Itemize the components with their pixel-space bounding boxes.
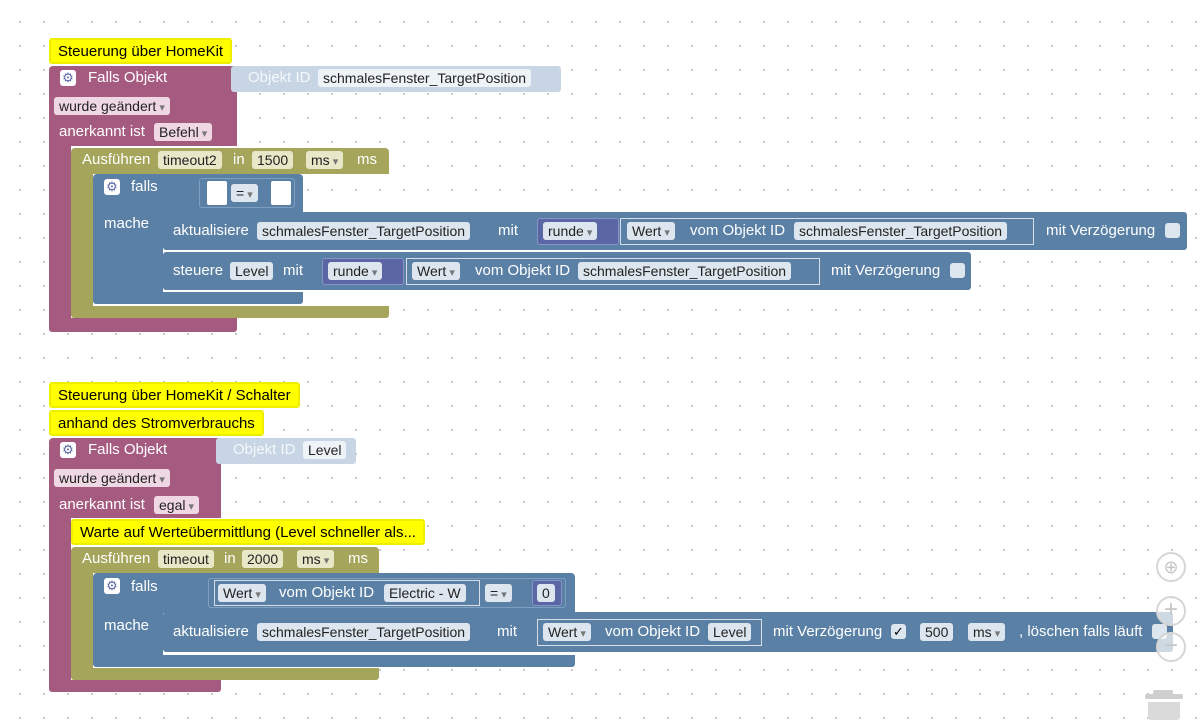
block-comment[interactable]: Steuerung über HomeKit — [49, 38, 233, 64]
control-label: steuere — [173, 262, 224, 279]
object-id-field[interactable]: schmalesFenster_TargetPosition — [318, 69, 532, 87]
timeout-in-label: in — [233, 151, 245, 168]
delay-unit-dropdown[interactable]: ms — [968, 623, 1006, 641]
timeout-value-field[interactable]: 2000 — [242, 550, 284, 568]
do-label: mache — [104, 617, 150, 634]
from-object-label: vom Objekt ID — [475, 262, 571, 279]
clear-if-running-label: , löschen falls läuft — [1019, 623, 1143, 640]
condition-dropdown[interactable]: wurde geändert — [54, 97, 170, 115]
timeout-label: Ausführen — [82, 550, 151, 567]
ack-label: anerkannt ist — [59, 496, 145, 513]
update-label: aktualisiere — [173, 222, 249, 239]
zoom-in-button[interactable]: + — [1156, 596, 1186, 626]
source-object-field[interactable]: Electric - W — [384, 584, 466, 602]
trashcan-icon[interactable] — [1143, 690, 1185, 720]
timeout-value-field[interactable]: 1500 — [252, 151, 294, 169]
trigger-label: Falls Objekt — [88, 441, 168, 458]
settings-gear-icon[interactable]: ⚙ — [104, 578, 120, 594]
ack-label: anerkannt ist — [59, 123, 145, 140]
do-label: mache — [104, 215, 150, 232]
ack-dropdown[interactable]: Befehl — [154, 123, 213, 141]
timeout-suffix-label: ms — [357, 151, 377, 168]
from-object-label: vom Objekt ID — [690, 222, 786, 239]
block-comment[interactable]: anhand des Stromverbrauchs — [49, 410, 264, 436]
update-target-field[interactable]: schmalesFenster_TargetPosition — [257, 222, 471, 240]
object-id-label: Objekt ID — [233, 441, 296, 458]
timeout-label: Ausführen — [82, 151, 151, 168]
settings-gear-icon[interactable]: ⚙ — [60, 442, 76, 458]
from-object-label: vom Objekt ID — [605, 623, 701, 640]
timeout-name-field[interactable]: timeout — [158, 550, 214, 568]
zoom-out-button[interactable]: − — [1156, 632, 1186, 662]
settings-gear-icon[interactable]: ⚙ — [104, 179, 120, 195]
source-object-field[interactable]: schmalesFenster_TargetPosition — [578, 262, 792, 280]
delay-checkbox[interactable] — [1165, 223, 1180, 238]
timeout-unit-dropdown[interactable]: ms — [306, 151, 344, 169]
update-target-field[interactable]: schmalesFenster_TargetPosition — [257, 623, 471, 641]
value-dropdown[interactable]: Wert — [543, 623, 591, 641]
timeout-suffix-label: ms — [348, 550, 368, 567]
delay-checkbox[interactable] — [950, 263, 965, 278]
trigger-label: Falls Objekt — [88, 69, 168, 86]
update-with-label: mit — [498, 222, 518, 239]
if-label: falls — [131, 578, 158, 595]
ack-dropdown[interactable]: egal — [154, 496, 200, 514]
crosshair-icon[interactable]: ⊕ — [1156, 552, 1186, 582]
value-dropdown[interactable]: Wert — [218, 584, 266, 602]
update-label: aktualisiere — [173, 623, 249, 640]
condition-dropdown[interactable]: wurde geändert — [54, 469, 170, 487]
value-dropdown[interactable]: Wert — [627, 222, 675, 240]
from-object-label: vom Objekt ID — [279, 584, 375, 601]
empty-input-slot[interactable] — [271, 181, 291, 205]
delay-label: mit Verzögerung — [773, 623, 883, 640]
delay-value-field[interactable]: 500 — [920, 623, 954, 641]
block-comment[interactable]: Warte auf Werteübermittlung (Level schne… — [71, 519, 425, 545]
operator-dropdown[interactable]: = — [485, 584, 512, 602]
timeout-in-label: in — [224, 550, 236, 567]
value-dropdown[interactable]: Wert — [412, 262, 460, 280]
source-object-field[interactable]: schmalesFenster_TargetPosition — [794, 222, 1008, 240]
control-target-field[interactable]: Level — [230, 262, 274, 280]
round-dropdown[interactable]: runde — [328, 262, 383, 280]
timeout-name-field[interactable]: timeout2 — [158, 151, 222, 169]
settings-gear-icon[interactable]: ⚙ — [60, 70, 76, 86]
block-comment[interactable]: Steuerung über HomeKit / Schalter — [49, 382, 300, 408]
delay-label: mit Verzögerung — [1046, 222, 1156, 239]
source-object-field[interactable]: Level — [708, 623, 752, 641]
empty-input-slot[interactable] — [207, 181, 227, 205]
operator-dropdown[interactable]: = — [231, 184, 258, 202]
object-id-field[interactable]: Level — [303, 441, 347, 459]
update-with-label: mit — [497, 623, 517, 640]
delay-checkbox-checked[interactable]: ✓ — [891, 624, 906, 639]
number-field[interactable]: 0 — [537, 584, 555, 602]
if-label: falls — [131, 178, 158, 195]
timeout-unit-dropdown[interactable]: ms — [297, 550, 335, 568]
round-dropdown[interactable]: runde — [543, 222, 598, 240]
object-id-label: Objekt ID — [248, 69, 311, 86]
control-with-label: mit — [283, 262, 303, 279]
delay-label: mit Verzögerung — [831, 262, 941, 279]
